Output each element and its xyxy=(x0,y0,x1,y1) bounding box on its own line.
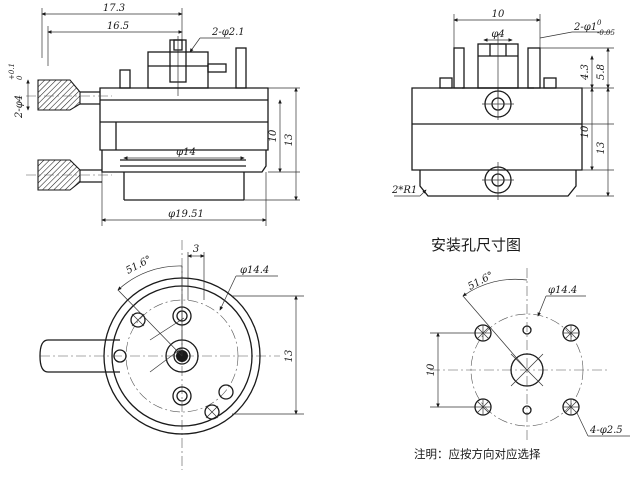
side-dim-5-8: 5.8 xyxy=(596,64,607,80)
side-dim-pin: 2-φ1 xyxy=(573,22,597,33)
bottom-dim-circle: φ14.4 xyxy=(240,265,269,276)
side-dim-pin-tol-upper: 0 xyxy=(597,19,602,27)
bottom-dim-offset: 3 xyxy=(193,244,199,255)
dim-side-dia: 2-φ4 xyxy=(14,95,25,119)
dim-17-3: 17.3 xyxy=(103,3,125,14)
mount-dim-height: 10 xyxy=(426,363,437,376)
mount-dim-circle: φ14.4 xyxy=(548,285,577,296)
side-view: 10 φ4 2-φ1 0 -0.05 xyxy=(391,9,615,200)
bottom-dim-height: 13 xyxy=(284,350,295,363)
front-view: 17.3 16.5 2-φ2.1 φ14 xyxy=(8,3,300,226)
dim-height-13: 13 xyxy=(284,134,295,147)
mounting-note: 注明：应按方向对应选择 xyxy=(414,447,541,461)
dim-pin-dia: 2-φ2.1 xyxy=(211,27,245,38)
mounting-holes xyxy=(474,324,580,416)
dim-16-5: 16.5 xyxy=(107,21,129,32)
side-dim-4-3: 4.3 xyxy=(580,64,591,81)
bottom-dim-angle: 51.6° xyxy=(124,254,153,277)
mounting-title: 安装孔尺寸图 xyxy=(431,236,521,254)
mount-dim-holes: 4-φ2.5 xyxy=(589,425,623,436)
dim-base-dia: φ14 xyxy=(176,147,196,158)
dim-side-tol-lower: 0 xyxy=(16,75,24,80)
dim-side-tol-upper: +0.1 xyxy=(8,63,16,80)
side-dim-height-13: 13 xyxy=(596,142,607,155)
side-dim-pin-tol-lower: -0.05 xyxy=(597,29,615,37)
dim-height-10: 10 xyxy=(268,129,279,142)
side-dim-width: 10 xyxy=(492,9,505,20)
bottom-view: 51.6° 3 φ14.4 13 xyxy=(39,240,304,470)
side-dim-height-10: 10 xyxy=(580,125,591,138)
dim-body-dia: φ19.51 xyxy=(168,209,204,220)
side-dim-radius: 2*R1 xyxy=(391,185,417,196)
mounting-pattern: 安装孔尺寸图 xyxy=(414,236,630,461)
mount-dim-angle: 51.6° xyxy=(466,270,495,293)
